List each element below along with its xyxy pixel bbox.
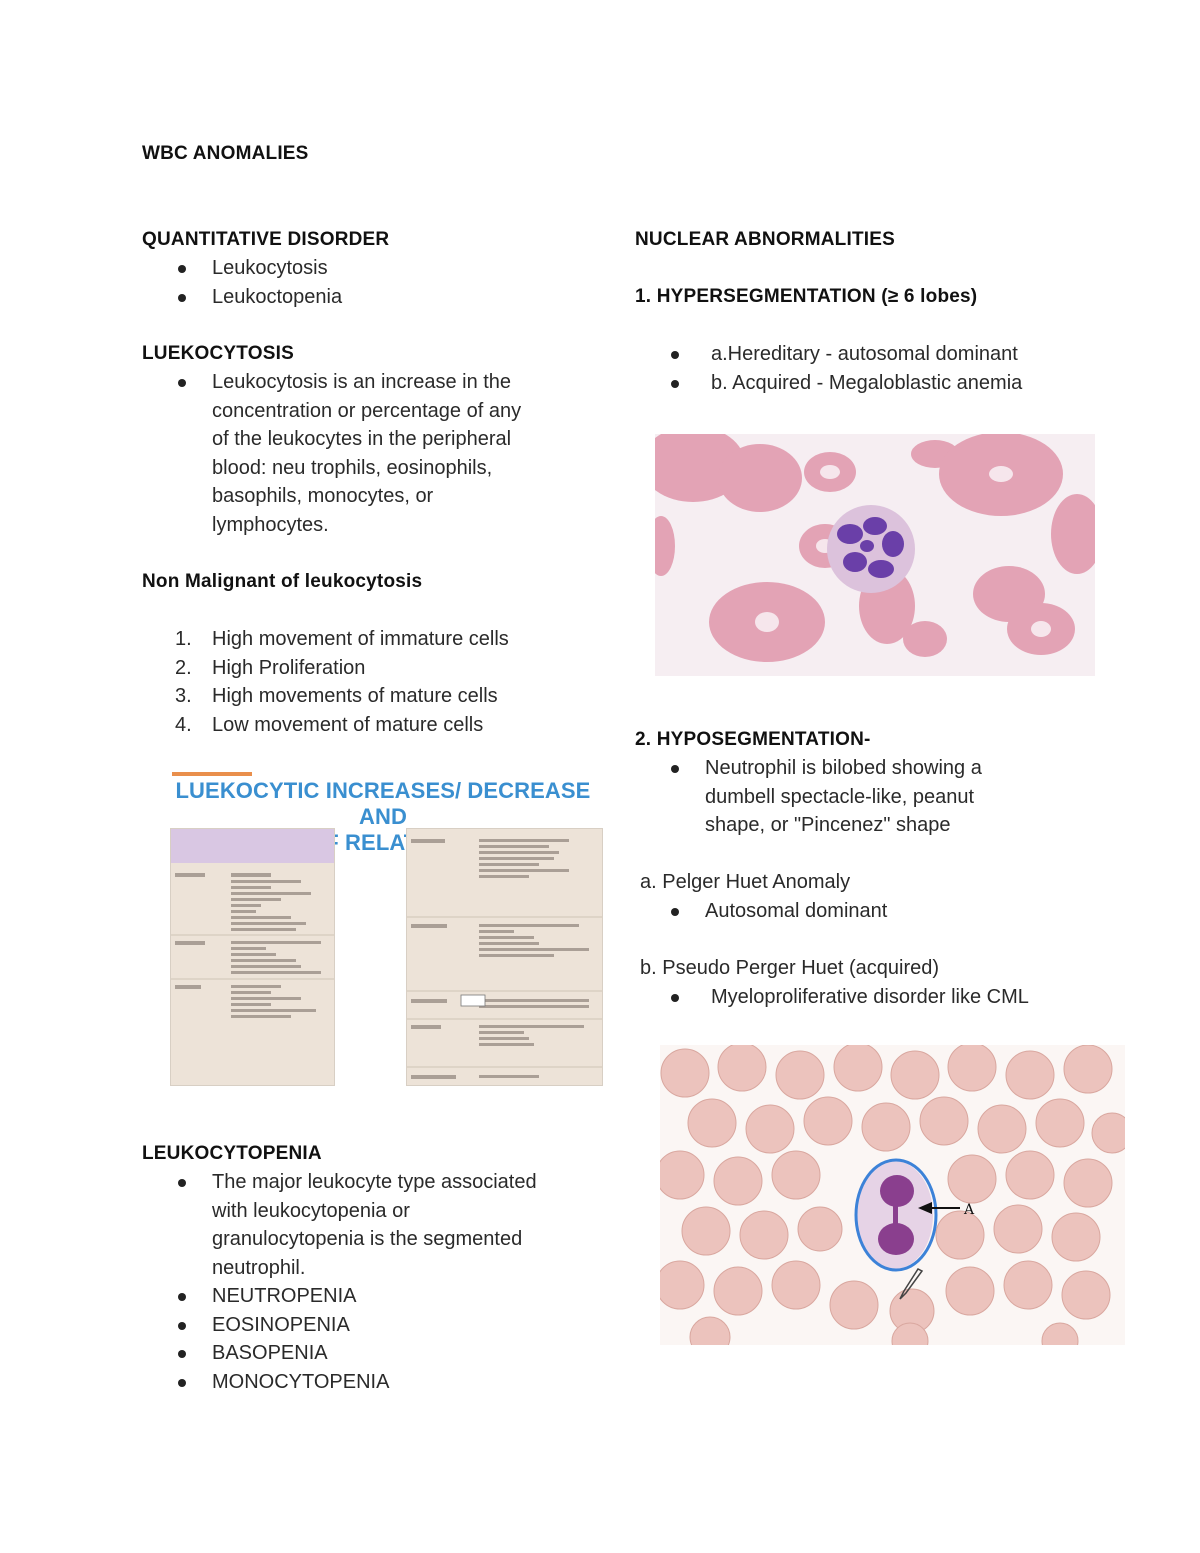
leukocytosis-heading: LUEKOCYTOSIS [142, 343, 294, 364]
table-rows-graphic [407, 839, 602, 1079]
list-item: Leukoctopenia [142, 283, 602, 312]
quantitative-heading: QUANTITATIVE DISORDER [142, 229, 390, 250]
list-item: 3. High movements of mature cells [142, 682, 602, 711]
pencil-icon [899, 1268, 924, 1300]
document-title: WBC ANOMALIES [142, 143, 309, 164]
leukocytosis-list: Leukocytosis is an increase in the conce… [142, 368, 602, 539]
list-item: 4. Low movement of mature cells [142, 711, 602, 740]
table-panel-left [170, 828, 335, 1086]
list-item: EOSINOPENIA [142, 1311, 602, 1340]
text-line: granulocytopenia is the segmented [212, 1228, 523, 1250]
table-panel-right [406, 828, 603, 1086]
text-line: Leukocytosis is an increase in the [212, 371, 512, 393]
list-item: NEUTROPENIA [142, 1282, 602, 1311]
figure-label-a: A [963, 1202, 975, 1218]
figure-title-line: LUEKOCYTIC INCREASES/ DECREASE AND [175, 778, 591, 829]
list-item: Autosomal dominant [635, 897, 1095, 926]
hyposegmentation-heading: 2. HYPOSEGMENTATION- [635, 729, 871, 750]
text-line: Neutrophil is bilobed showing a [705, 757, 982, 779]
pelger-huet-heading: a. Pelger Huet Anomaly [640, 871, 851, 893]
list-number: 3. [175, 685, 192, 707]
list-item: a.Hereditary - autosomal dominant [635, 340, 1095, 369]
hyposegmentation-list: Neutrophil is bilobed showing a dumbell … [635, 754, 1095, 840]
text-line: neutrophil. [212, 1256, 306, 1279]
list-item: The major leukocyte type associated with… [142, 1168, 602, 1282]
nonmalignant-list: 1. High movement of immature cells 2. High… [142, 625, 602, 739]
pseudo-pelger-heading: b. Pseudo Perger Huet (acquired) [640, 957, 940, 979]
disorders-table-figure: LUEKOCYTIC INCREASES/ DECREASE AND EXAMP… [143, 770, 603, 1102]
list-item: Myeloproliferative disorder like CML [635, 983, 1095, 1012]
list-number: 2. [175, 656, 192, 679]
hypersegmentation-heading: 1. HYPERSEGMENTATION (≥ 6 lobes) [635, 286, 978, 307]
text-line: of the leukocytes in the peripheral [212, 428, 512, 450]
hypersegmentation-list: a.Hereditary - autosomal dominant b. Acq… [635, 340, 1095, 397]
leukocytopenia-heading: LEUKOCYTOPENIA [142, 1143, 322, 1164]
text-line: blood: neu trophils, eosinophils, [212, 456, 493, 479]
text-line: with leukocytopenia or [212, 1199, 410, 1222]
pelger-huet-list: Autosomal dominant [635, 897, 1095, 926]
list-text: High Proliferation [212, 656, 366, 679]
text-line: dumbell spectacle-like, peanut [705, 785, 975, 808]
list-item: 1. High movement of immature cells [142, 625, 602, 654]
list-item: Leukocytosis [142, 254, 602, 283]
hypersegmented-neutrophil-image [655, 434, 1095, 676]
text-line: lymphocytes. [212, 513, 329, 536]
figure-accent-bar [172, 772, 252, 776]
table-header-band [171, 829, 334, 863]
leukocytopenia-list: The major leukocyte type associated with… [142, 1168, 602, 1396]
text-line: The major leukocyte type associated [212, 1171, 537, 1193]
nonmalignant-heading: Non Malignant of leukocytosis [142, 571, 423, 592]
list-number: 1. [175, 628, 192, 650]
list-item: BASOPENIA [142, 1339, 602, 1368]
list-item: MONOCYTOPENIA [142, 1368, 602, 1397]
list-item: Leukocytosis is an increase in the conce… [142, 368, 602, 539]
list-number: 4. [175, 713, 192, 736]
list-text: High movements of mature cells [212, 685, 498, 707]
pelger-huet-cell-image: A [660, 1045, 1125, 1345]
text-line: shape, or "Pincenez" shape [705, 814, 951, 836]
pseudo-pelger-list: Myeloproliferative disorder like CML [635, 983, 1095, 1012]
list-item: 2. High Proliferation [142, 654, 602, 683]
text-line: concentration or percentage of any [212, 399, 522, 422]
list-text: High movement of immature cells [212, 628, 509, 650]
list-item: Neutrophil is bilobed showing a dumbell … [635, 754, 1095, 840]
list-item: b. Acquired - Megaloblastic anemia [635, 369, 1095, 398]
text-line: basophils, monocytes, or [212, 485, 434, 507]
list-text: Low movement of mature cells [212, 713, 484, 736]
quantitative-list: Leukocytosis Leukoctopenia [142, 254, 602, 311]
table-rows-graphic [171, 873, 334, 1018]
nuclear-abnormalities-heading: NUCLEAR ABNORMALITIES [635, 229, 895, 250]
